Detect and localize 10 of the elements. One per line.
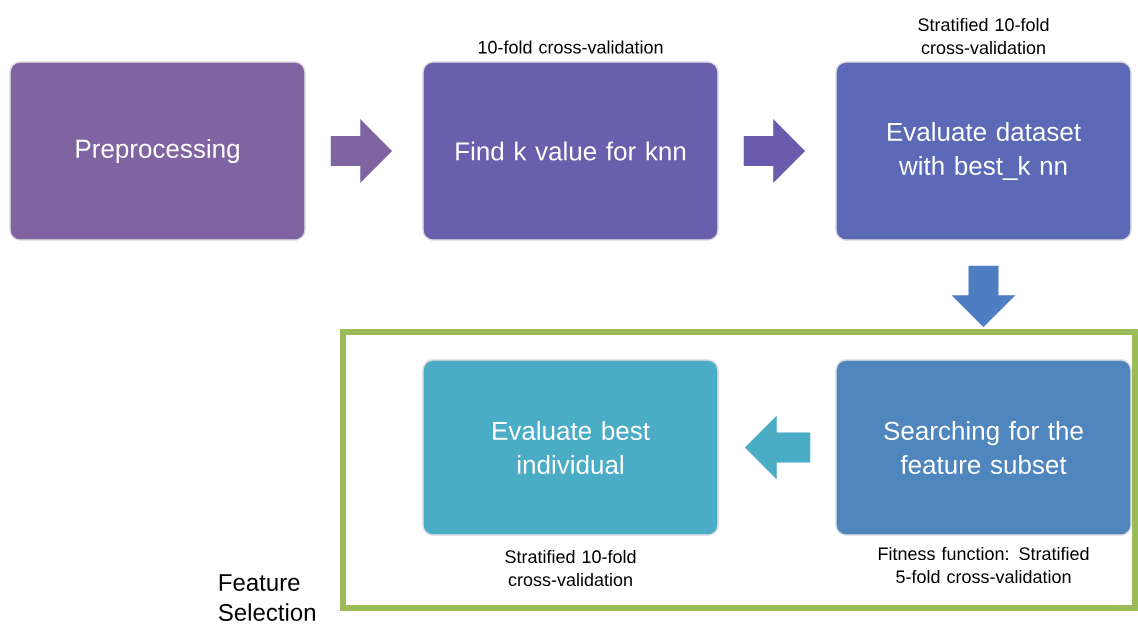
annotation-text: Stratified 10-fold cross-validation bbox=[505, 549, 636, 587]
process-box: Evaluate best individual bbox=[422, 359, 719, 536]
process-box: Evaluate dataset with best_k nn bbox=[835, 61, 1132, 241]
group-heading: Feature Selection bbox=[218, 574, 315, 621]
annotation-text: Fitness function: Stratified 5-fold cross-validation bbox=[878, 546, 1089, 584]
process-box: Searching for the feature subset bbox=[835, 359, 1132, 536]
annotation-text: 10-fold cross-validation bbox=[478, 40, 663, 54]
process-box: Find k value for knn bbox=[422, 61, 719, 241]
process-box: Preprocessing bbox=[9, 61, 306, 241]
annotation-text: Stratified 10-fold cross-validation bbox=[918, 17, 1049, 55]
